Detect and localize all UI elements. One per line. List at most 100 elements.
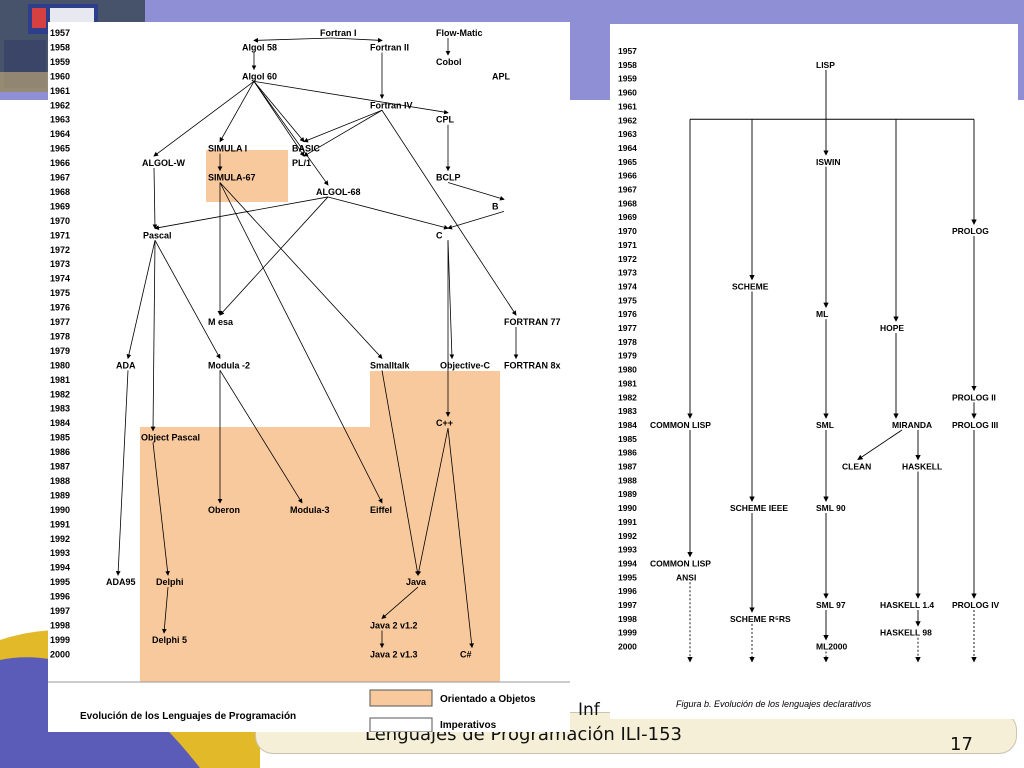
year-label: 1974 (50, 274, 70, 284)
year-label: 1977 (618, 323, 637, 333)
edge-modula2-modula3 (219, 370, 303, 504)
year-label: 1982 (50, 389, 70, 399)
year-label: 1965 (618, 157, 637, 167)
node-fortran1: Fortran I (320, 28, 357, 38)
node-sml90: SML 90 (816, 503, 846, 513)
edge-algol60-algol68 (253, 81, 329, 186)
node-commonlispansi2: ANSI (676, 572, 696, 582)
node-java13: Java 2 v1.3 (370, 649, 418, 659)
year-label: 1957 (618, 46, 637, 56)
year-label: 1957 (50, 28, 70, 38)
node-fortran77: FORTRAN 77 (504, 317, 561, 327)
node-basic: BASIC (292, 144, 321, 154)
year-label: 1989 (50, 490, 70, 500)
node-java12: Java 2 v1.2 (370, 620, 418, 630)
node-iswin: ISWIN (816, 157, 841, 167)
year-label: 1963 (618, 129, 637, 139)
legend-imp-swatch (369, 717, 433, 733)
edge-fortran4-pl1 (303, 109, 383, 157)
year-label: 1959 (50, 57, 70, 67)
year-label: 1960 (50, 71, 70, 81)
node-simula67: SIMULA-67 (208, 173, 256, 183)
year-label: 1958 (618, 60, 637, 70)
node-smalltalk: Smalltalk (370, 360, 411, 370)
year-label: 1981 (50, 375, 70, 385)
year-label: 1983 (50, 404, 70, 414)
edge-smalltalk-java (381, 370, 420, 576)
year-label: 1987 (618, 462, 637, 472)
year-label: 1963 (50, 115, 70, 125)
node-hope: HOPE (880, 323, 904, 333)
edge-objpascal-delphi (152, 442, 170, 576)
year-label: 1969 (50, 201, 70, 211)
year-label: 1984 (50, 418, 70, 428)
edge-simula67-smalltalk (219, 182, 383, 359)
year-label: 1973 (618, 268, 637, 278)
year-label: 1986 (618, 448, 637, 458)
node-ada95: ADA95 (106, 577, 136, 587)
page-number: 17 (950, 734, 973, 755)
left-year-axis: 1957195819591960196119621963196419651966… (50, 28, 70, 659)
year-label: 1984 (618, 420, 637, 430)
year-label: 1988 (50, 476, 70, 486)
node-algol68: ALGOL-68 (316, 187, 361, 197)
node-modula2: Modula -2 (208, 360, 250, 370)
node-algol60: Algol 60 (242, 71, 277, 81)
year-label: 1997 (618, 600, 637, 610)
year-label: 1987 (50, 462, 70, 472)
left-edges (115, 37, 519, 649)
node-algol58: Algol 58 (242, 42, 277, 52)
node-algolw: ALGOL-W (142, 158, 185, 168)
edge-cpp-java (416, 428, 449, 576)
year-label: 1977 (50, 317, 70, 327)
legend-oo-swatch (369, 689, 433, 707)
node-sml: SML (816, 420, 834, 430)
node-flowmatic: Flow-Matic (436, 28, 483, 38)
year-label: 1974 (618, 281, 637, 291)
footer-partial-text: Inf (578, 700, 600, 720)
year-label: 1968 (50, 187, 70, 197)
node-miranda: MIRANDA (892, 420, 932, 430)
edge-simula67-eiffel (219, 182, 383, 504)
edge-miranda-clean (857, 429, 903, 461)
node-fortran4: Fortran IV (370, 100, 413, 110)
year-label: 1971 (618, 240, 637, 250)
year-label: 1993 (618, 545, 637, 555)
year-label: 1973 (50, 259, 70, 269)
year-label: 1971 (50, 230, 70, 240)
year-label: 1985 (50, 433, 70, 443)
edge-java-java12 (381, 586, 419, 619)
edge-fortran1-algol58 (253, 37, 333, 43)
year-label: 1994 (618, 558, 637, 568)
year-label: 1989 (618, 489, 637, 499)
node-schemeieee: SCHEME IEEE (730, 503, 788, 513)
edge-algol68-c (327, 196, 449, 230)
year-label: 1979 (618, 351, 637, 361)
year-label: 1992 (618, 531, 637, 541)
node-prolog3: PROLOG III (952, 420, 998, 430)
node-objc: Objective-C (440, 360, 491, 370)
year-label: 1959 (618, 74, 637, 84)
node-c: C (436, 230, 443, 240)
year-label: 1976 (618, 309, 637, 319)
node-mesa: M esa (208, 317, 234, 327)
year-label: 1970 (618, 226, 637, 236)
year-label: 1995 (618, 572, 637, 582)
year-label: 1997 (50, 606, 70, 616)
year-label: 1991 (50, 519, 70, 529)
year-label: 1967 (618, 185, 637, 195)
year-label: 1983 (618, 406, 637, 416)
edge-algol60-simula1 (219, 81, 255, 143)
year-label: 1978 (50, 331, 70, 341)
year-label: 1988 (618, 475, 637, 485)
node-pascal: Pascal (143, 230, 172, 240)
node-sml97: SML 97 (816, 600, 846, 610)
node-simula1: SIMULA I (208, 144, 247, 154)
node-java: Java (406, 577, 427, 587)
year-label: 1991 (618, 517, 637, 527)
year-label: 1996 (618, 586, 637, 596)
